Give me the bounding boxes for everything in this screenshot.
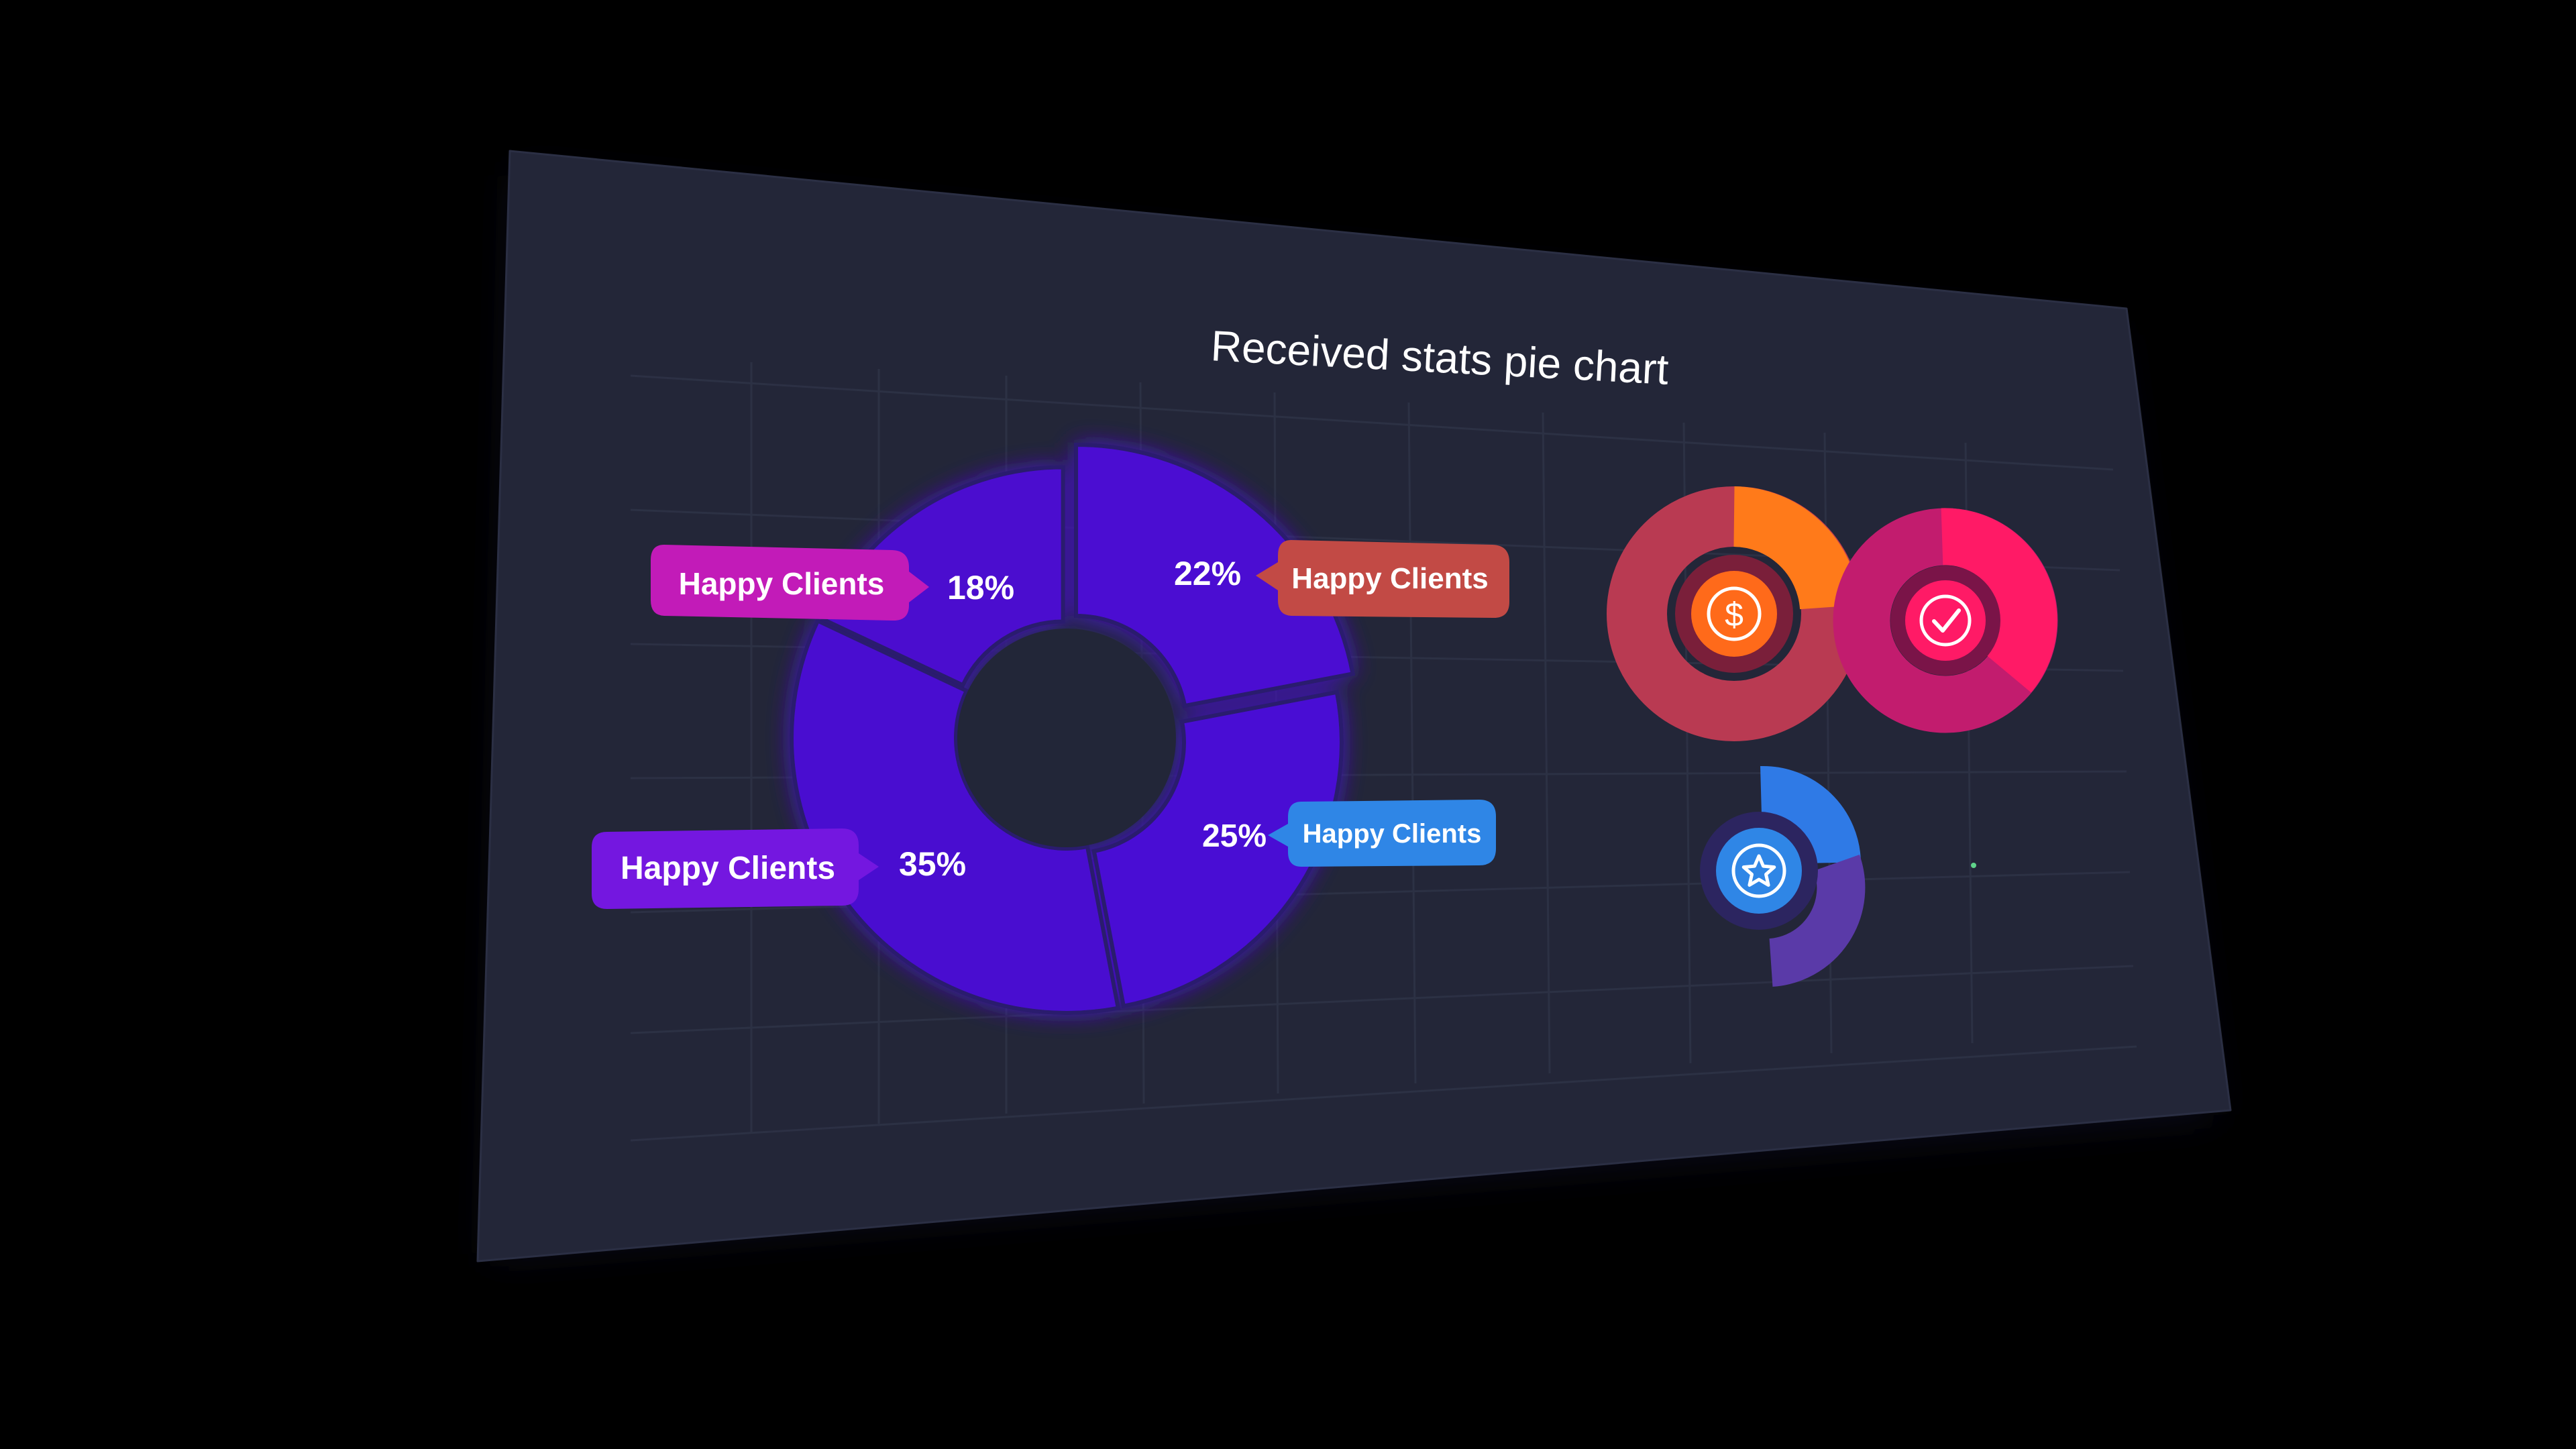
callout-18: Happy Clients 18%: [651, 545, 1014, 621]
ring-widget-star: [1700, 765, 1866, 987]
main-donut-chart: [790, 443, 1356, 1015]
callout-label-35: Happy Clients: [621, 851, 835, 886]
svg-text:$: $: [1725, 596, 1743, 633]
donut-hole: [957, 629, 1176, 847]
ring1-center: [1691, 571, 1777, 657]
callout-22: Happy Clients 22%: [1174, 540, 1509, 619]
check-icon: [1919, 594, 1972, 647]
callout-box-18: [651, 545, 929, 621]
value-label-18: 18%: [947, 569, 1014, 606]
callout-35: Happy Clients 35%: [592, 828, 966, 909]
status-dot: [1971, 863, 1976, 868]
ring3-bottom-arc: [1768, 855, 1866, 987]
ring-widget-dollar: $: [1607, 486, 1862, 741]
ring-widget-check: [1833, 508, 2058, 733]
callout-label-22: Happy Clients: [1291, 562, 1488, 595]
callout-box-25: [1268, 800, 1496, 867]
callout-box-35: [592, 828, 879, 909]
callout-box-22: [1256, 540, 1509, 619]
callout-25: Happy Clients 25%: [1202, 800, 1496, 867]
donut-slice-35: [790, 618, 1121, 1015]
callout-label-18: Happy Clients: [679, 566, 885, 601]
callout-label-25: Happy Clients: [1303, 819, 1482, 849]
value-label-35: 35%: [899, 845, 966, 883]
ring2-accent-arc: [1941, 508, 2057, 693]
star-icon: [1731, 843, 1786, 898]
value-label-25: 25%: [1202, 818, 1267, 854]
ring1-accent-arc: [1733, 486, 1860, 610]
value-label-22: 22%: [1174, 555, 1241, 592]
donut-slice-22: [1074, 443, 1356, 708]
donut-callouts: Happy Clients 18% Happy Clients 22% Happ…: [592, 540, 1509, 909]
ring2-center: [1905, 580, 1986, 661]
ring3-center: [1716, 828, 1802, 914]
dashboard-panel: [476, 150, 2232, 1263]
ring3-top-arc: [1760, 765, 1861, 864]
dollar-icon: $: [1707, 586, 1762, 641]
